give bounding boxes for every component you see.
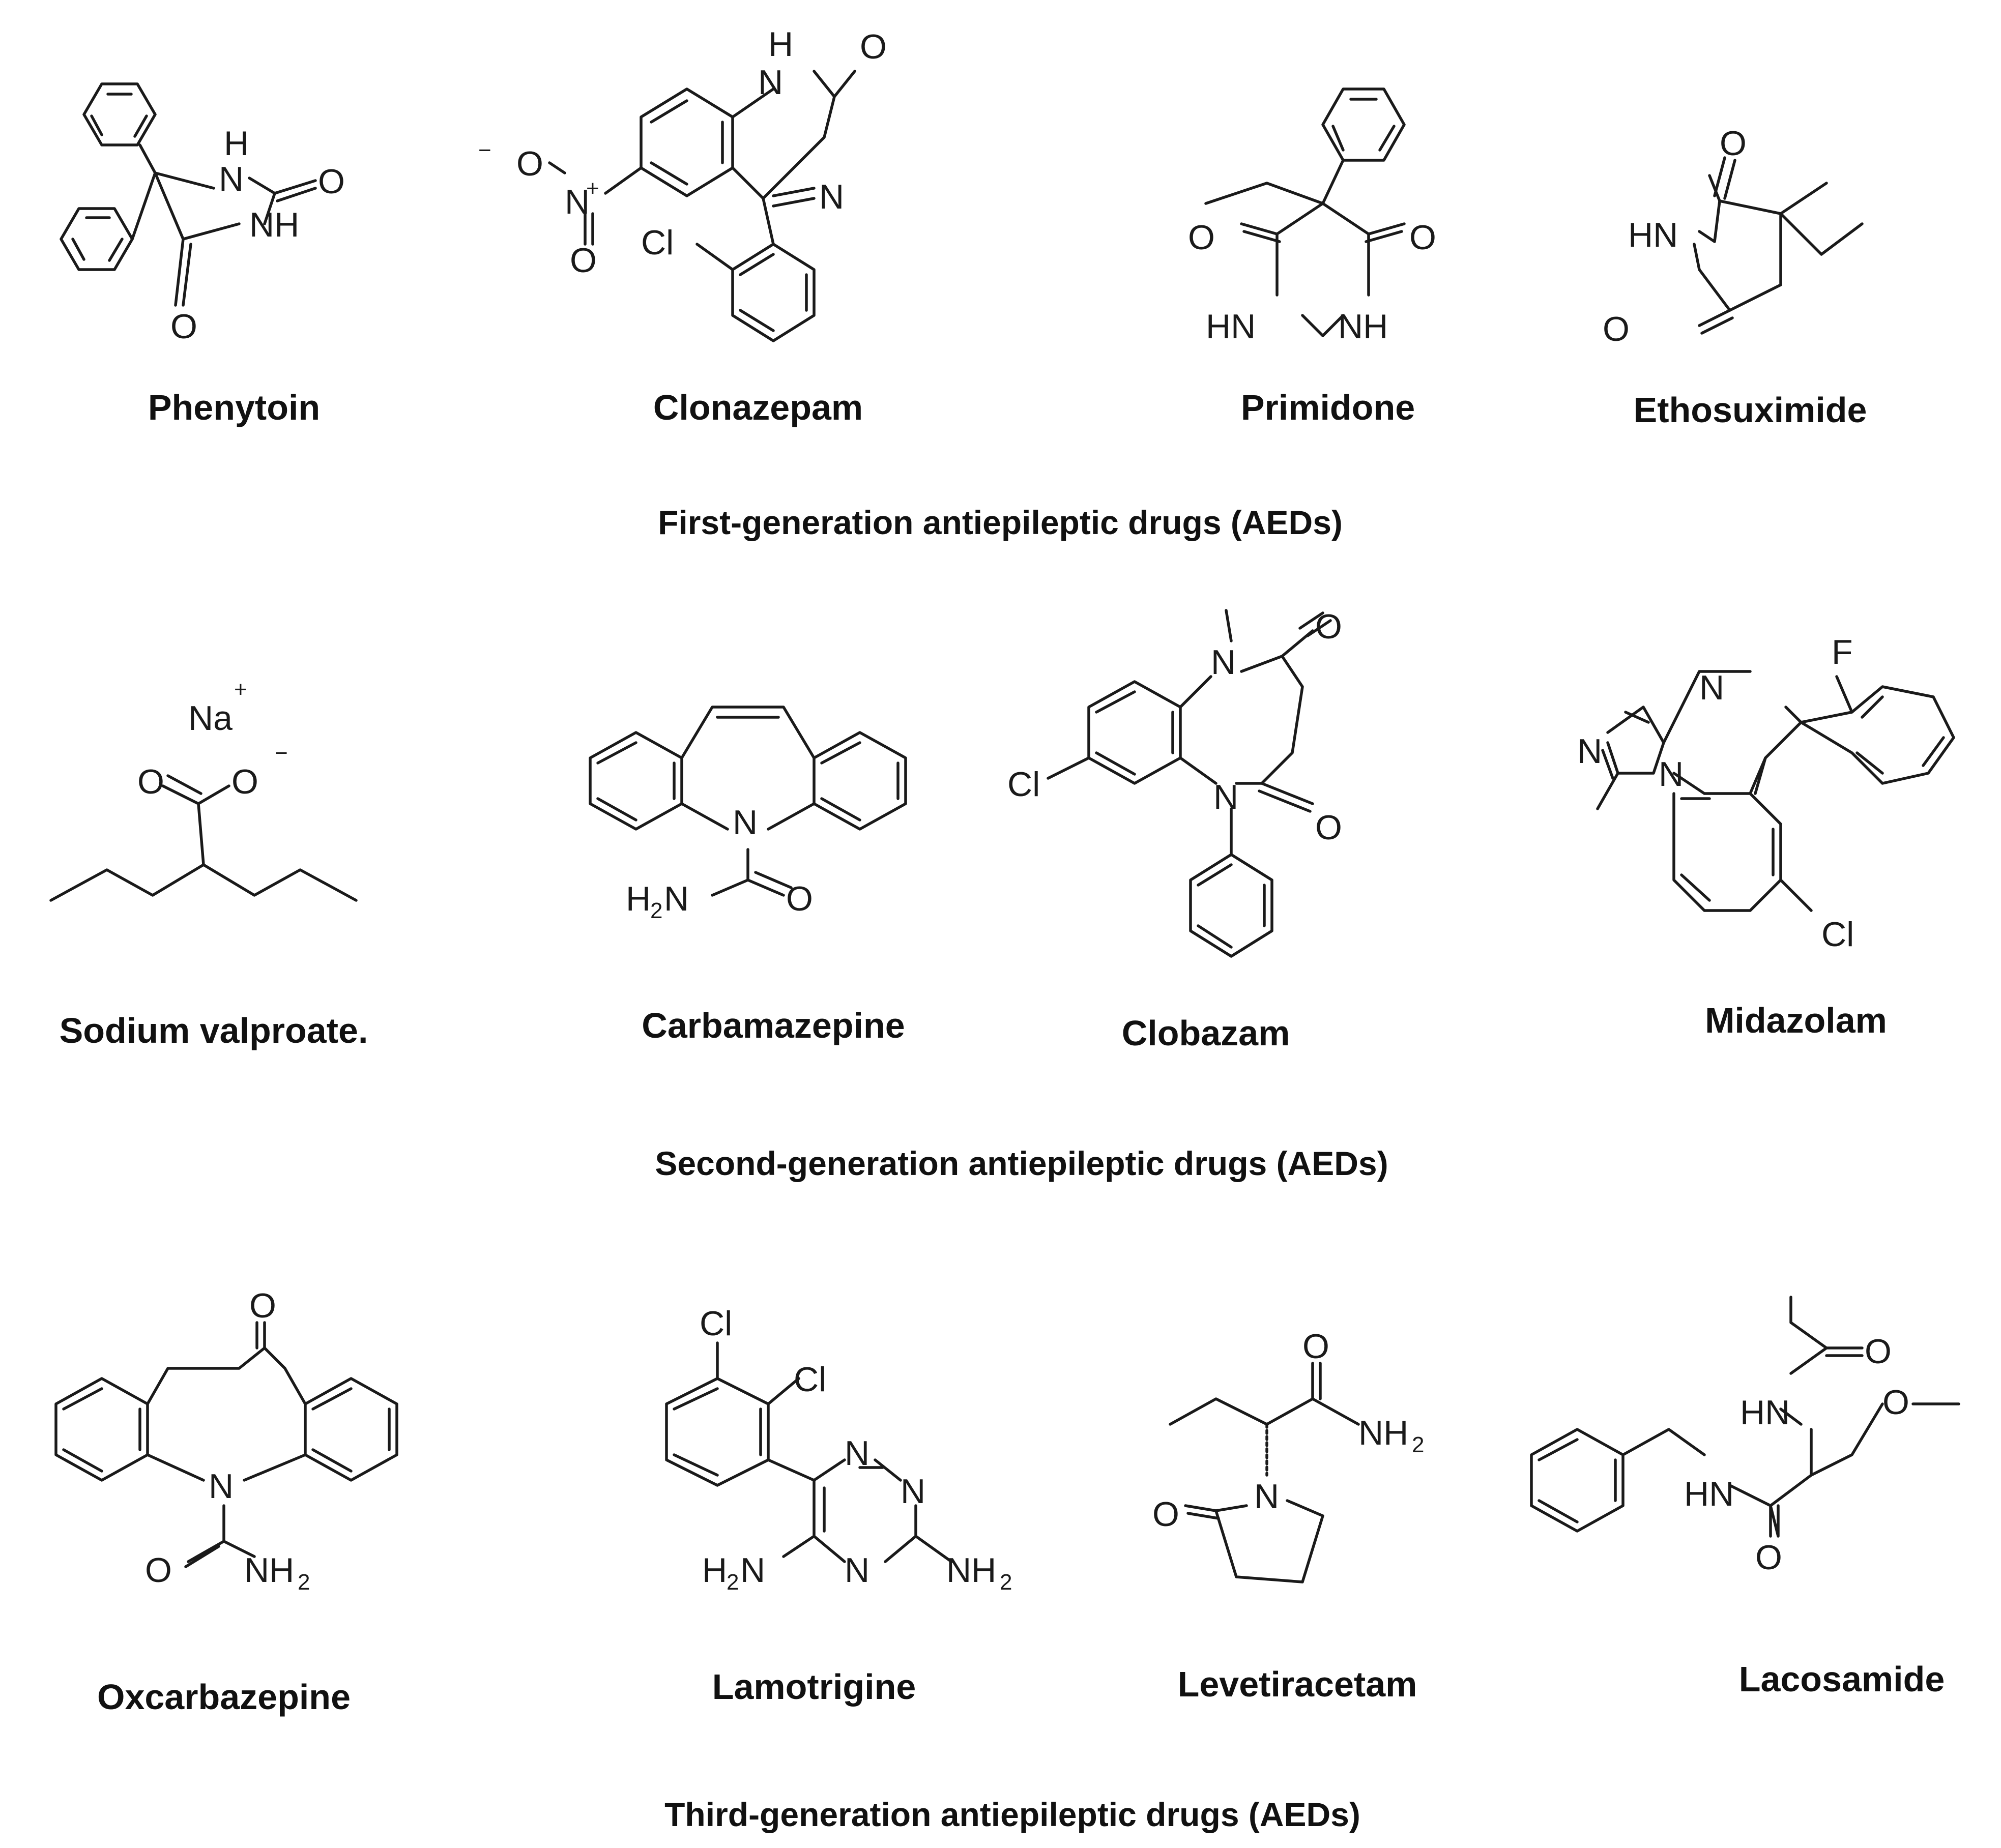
atom-na: Na [188, 699, 233, 738]
structure-oxcarbazepine: O N O NH 2 Oxcarbazepine [54, 1286, 398, 1717]
atom-o: O [1720, 124, 1747, 163]
atom-o: O [170, 307, 197, 346]
drug-name-clonazepam: Clonazepam [653, 388, 863, 427]
atom-nh2: NH [244, 1551, 294, 1590]
atom-nh: NH [249, 206, 299, 244]
atom-cl: Cl [794, 1360, 826, 1399]
atom-n: N [219, 160, 244, 198]
atom-o: O [145, 1551, 172, 1590]
atom-o: O [1315, 808, 1342, 847]
structure-midazolam: N N N F Cl Midazolam [1577, 633, 1955, 1040]
atom-h: H [626, 879, 651, 918]
atom-o: O [516, 144, 543, 183]
atom-cl: Cl [1821, 915, 1854, 954]
subscript-2: 2 [650, 898, 662, 923]
atom-n: N [845, 1434, 869, 1473]
atom-o: O [1865, 1332, 1892, 1371]
drug-name-carbamazepine: Carbamazepine [642, 1006, 905, 1045]
atom-o: O [860, 27, 887, 66]
atom-hn: HN [1628, 216, 1678, 254]
atom-n: N [1254, 1477, 1279, 1516]
atom-n: N [1211, 643, 1236, 682]
atom-f: F [1832, 633, 1853, 671]
atom-o: O [1152, 1495, 1179, 1534]
atom-n: N [758, 63, 783, 102]
atom-cl: Cl [1007, 765, 1040, 804]
charge-plus: + [586, 176, 599, 201]
atom-o: O [137, 762, 164, 801]
structure-ethosuximide: O HN O Ethosuximide [1603, 124, 1867, 430]
atom-h: H [224, 124, 249, 163]
atom-nh: NH [1338, 307, 1388, 346]
structure-clobazam: N O N O Cl Clobazam [1007, 607, 1342, 1053]
atom-o: O [1188, 218, 1215, 257]
charge-minus: − [275, 741, 288, 766]
drug-name-sodium-valproate: Sodium valproate. [60, 1011, 368, 1050]
atom-o: O [570, 241, 597, 280]
drug-name-levetiracetam: Levetiracetam [1178, 1664, 1417, 1704]
atom-h: H [768, 25, 793, 64]
structure-clonazepam: H N O N Cl N + O − O Clonazepam [478, 25, 887, 427]
atom-h: H [702, 1551, 727, 1590]
row-caption-second-generation: Second-generation antiepileptic drugs (A… [655, 1145, 1388, 1182]
atom-o: O [1409, 218, 1436, 257]
drug-name-ethosuximide: Ethosuximide [1634, 390, 1867, 430]
atom-cl: Cl [700, 1304, 732, 1343]
structure-lamotrigine: Cl Cl N N N H 2 N NH 2 Lamotrigine [665, 1304, 1012, 1707]
row-caption-first-generation: First-generation antiepileptic drugs (AE… [658, 504, 1343, 541]
row-caption-third-generation: Third-generation antiepileptic drugs (AE… [664, 1796, 1360, 1833]
atom-n: N [1659, 755, 1684, 794]
atom-hn: HN [1740, 1393, 1790, 1432]
subscript-2: 2 [1000, 1570, 1012, 1595]
atom-n: N [901, 1472, 925, 1511]
structure-lacosamide: HN O O HN O Lacosamide [1530, 1296, 1960, 1699]
atom-n: N [740, 1551, 765, 1590]
structure-levetiracetam: O NH 2 N O Levetiracetam [1152, 1327, 1424, 1704]
atom-n: N [819, 178, 844, 216]
subscript-2: 2 [727, 1570, 739, 1595]
subscript-2: 2 [298, 1570, 310, 1595]
drug-name-primidone: Primidone [1241, 388, 1415, 427]
structure-primidone: O O HN NH Primidone [1188, 87, 1436, 427]
atom-n: N [733, 803, 758, 842]
atom-cl: Cl [641, 223, 674, 262]
structure-sodium-valproate: Na + O O − Sodium valproate. [49, 677, 368, 1050]
atom-o: O [1315, 607, 1342, 646]
subscript-2: 2 [1412, 1432, 1424, 1457]
atom-n: N [1213, 778, 1238, 816]
drug-name-lacosamide: Lacosamide [1739, 1659, 1945, 1699]
atom-o: O [1302, 1327, 1329, 1366]
atom-hn: HN [1206, 307, 1256, 346]
atom-o: O [1603, 310, 1630, 348]
atom-o: O [249, 1286, 276, 1325]
atom-o: O [318, 162, 345, 201]
atom-hn: HN [1684, 1475, 1734, 1513]
atom-n: N [1577, 732, 1602, 771]
structure-phenytoin: H N O NH O Phenytoin [60, 82, 345, 427]
drug-name-lamotrigine: Lamotrigine [712, 1667, 916, 1707]
atom-nh2: NH [1358, 1414, 1408, 1452]
charge-minus: − [478, 138, 491, 163]
atom-o: O [1755, 1538, 1782, 1577]
atom-n: N [209, 1467, 234, 1506]
atom-n: N [1699, 668, 1724, 707]
atom-n: N [845, 1551, 869, 1590]
atom-o: O [1882, 1383, 1909, 1422]
drug-name-clobazam: Clobazam [1122, 1013, 1290, 1053]
atom-n: N [664, 879, 689, 918]
atom-n: N [565, 183, 590, 221]
charge-plus: + [234, 677, 247, 702]
atom-o: O [231, 762, 258, 801]
drug-name-oxcarbazepine: Oxcarbazepine [97, 1677, 351, 1717]
atom-o: O [786, 879, 813, 918]
drug-name-phenytoin: Phenytoin [148, 388, 320, 427]
atom-nh2: NH [946, 1551, 996, 1590]
structure-carbamazepine: N H 2 N O Carbamazepine [589, 706, 907, 1045]
drug-name-midazolam: Midazolam [1705, 1001, 1887, 1040]
